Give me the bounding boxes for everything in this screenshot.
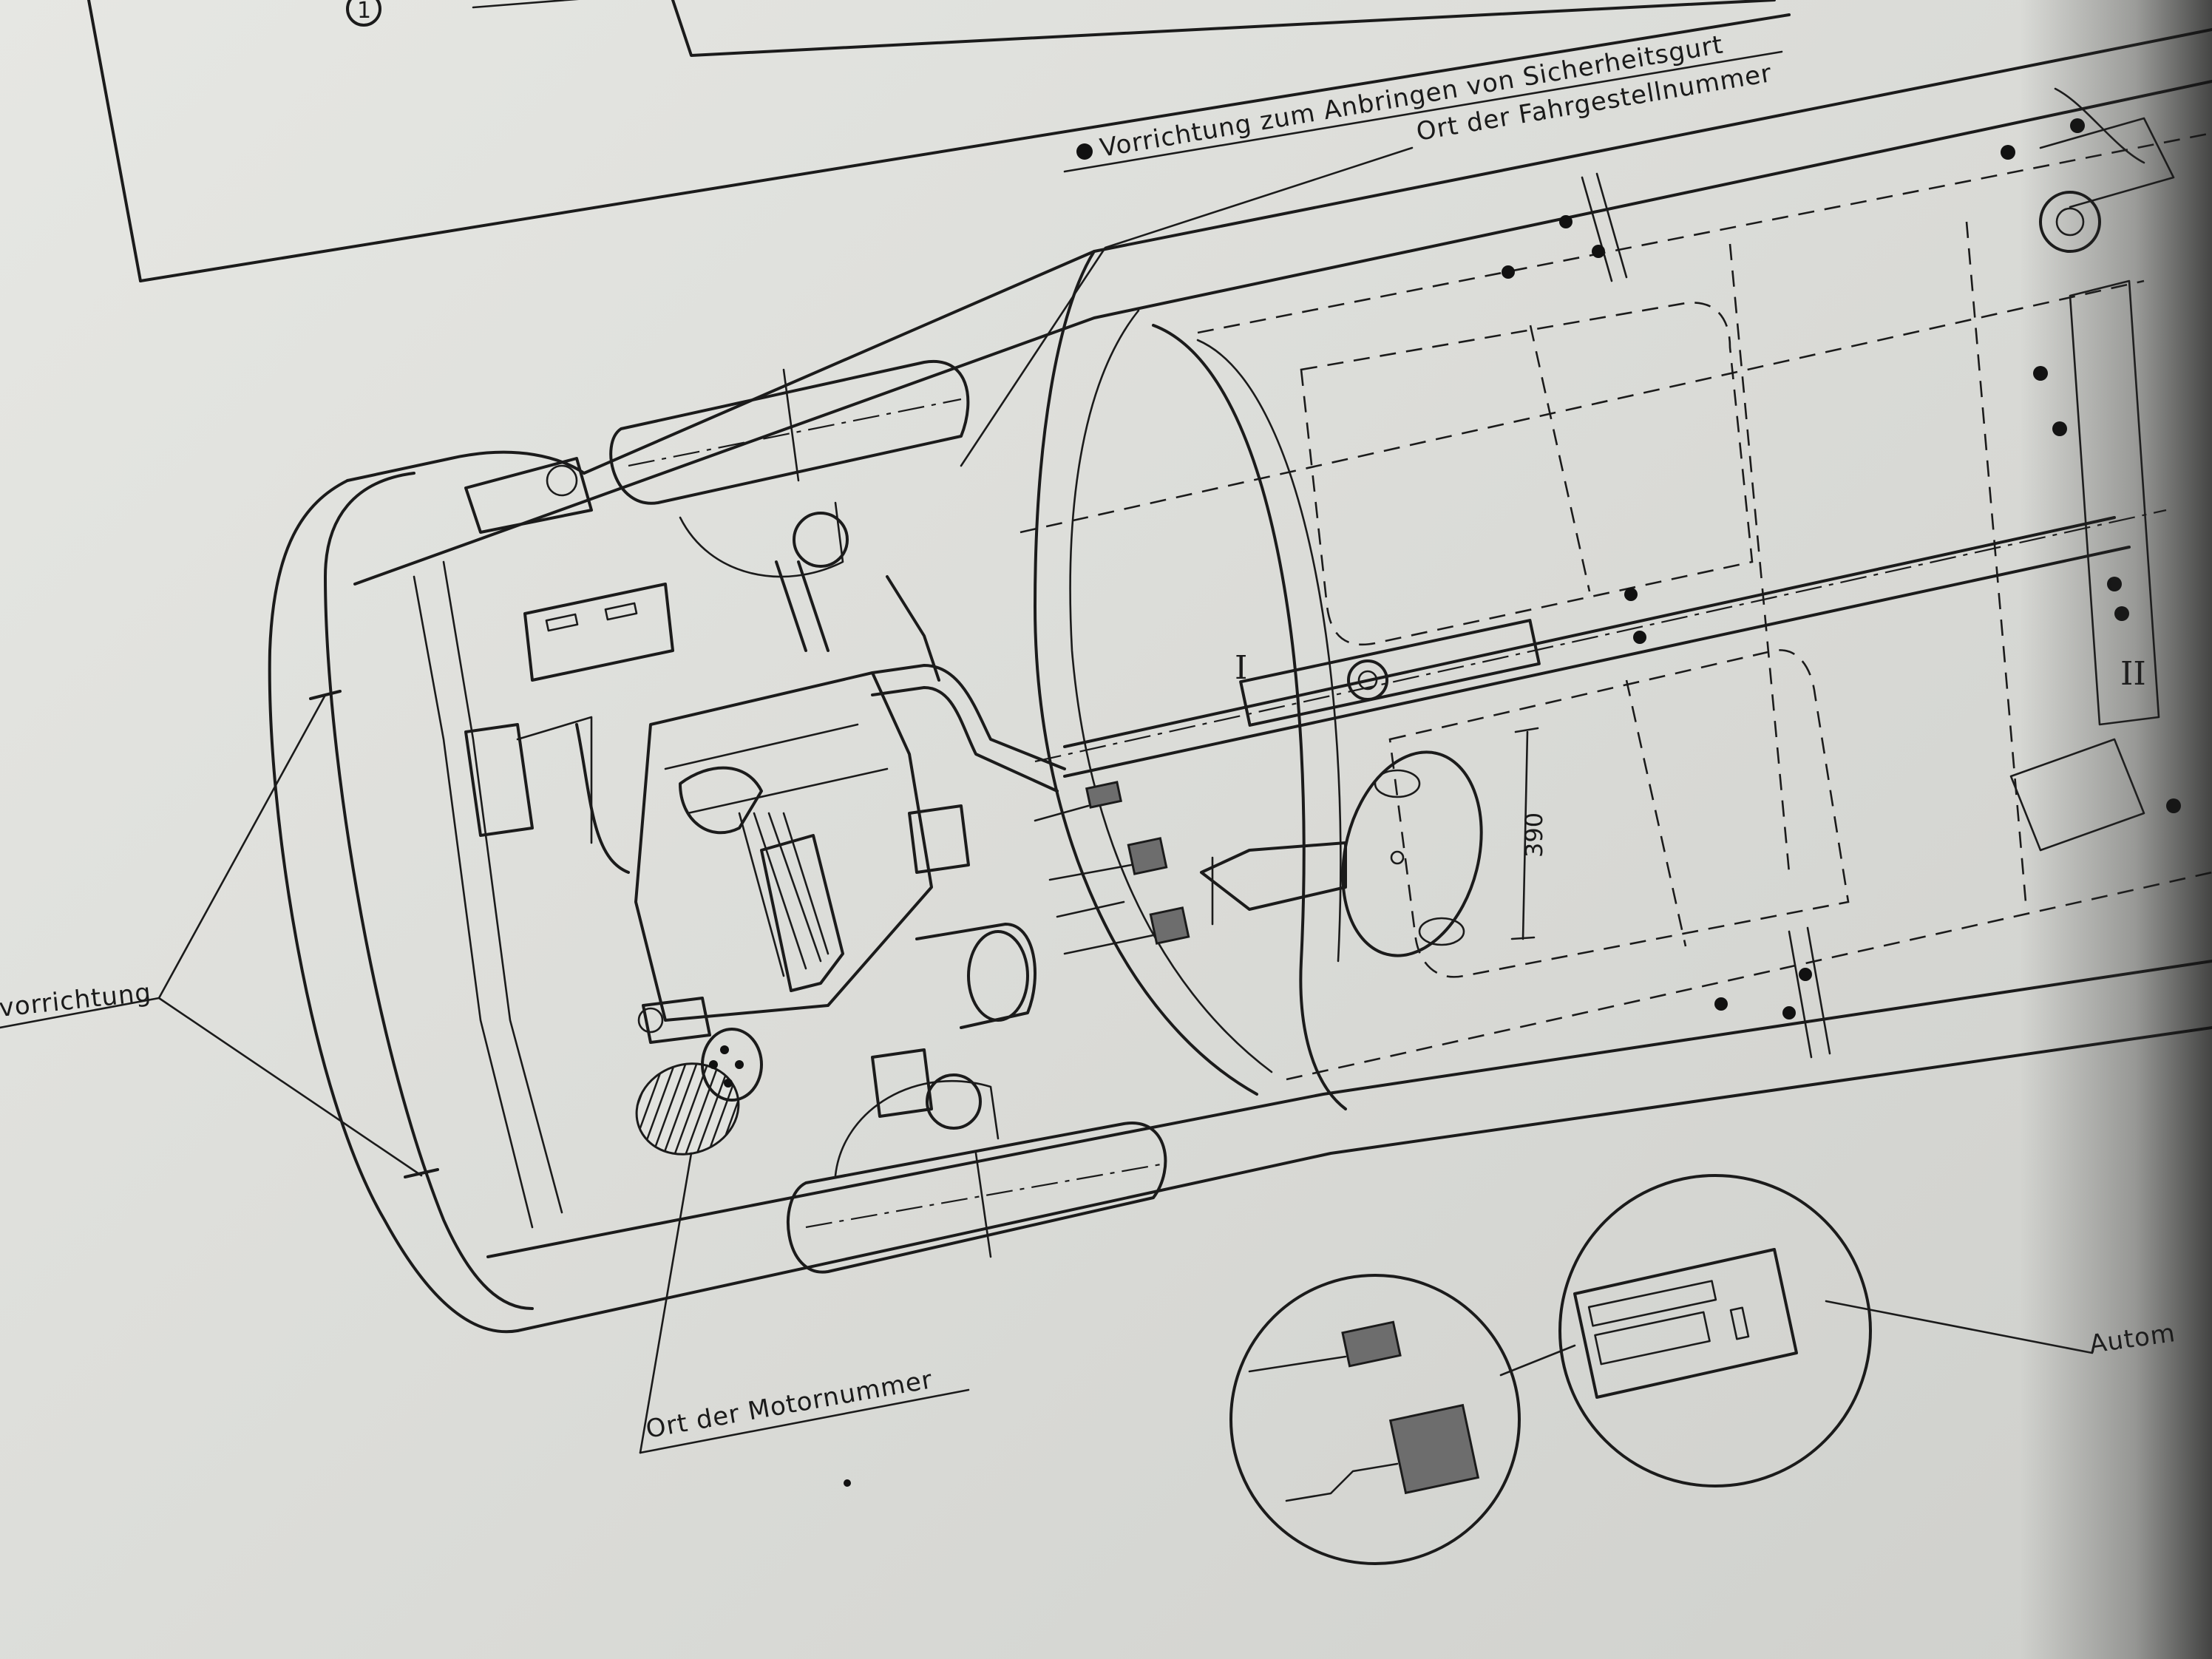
section-two-marker: II [2120, 655, 2146, 693]
front-seats [1300, 302, 1850, 978]
dimension-value: 390 [1520, 812, 1548, 858]
callout-number: 1 [357, 0, 371, 24]
center-tunnel [1034, 509, 2167, 778]
engine-number-label-group: Ort der Motornummer [639, 1152, 970, 1487]
engine-components [464, 457, 1066, 1156]
sill-dots [1502, 215, 1812, 1020]
left-device-label: vorrichtung [0, 978, 153, 1023]
front-wheel-lower [787, 1073, 1167, 1274]
left-device-label-group: vorrichtung [0, 690, 439, 1178]
detail-automatic-circle [1558, 1174, 2094, 1487]
callout-circle [346, 0, 381, 27]
rear-structure [1728, 87, 2181, 903]
pedals [1034, 781, 1190, 955]
front-wheel-upper [609, 359, 970, 578]
chassis-number-label-group: Ort der Fahrgestellnummer [960, 58, 1774, 467]
steering-assembly [1200, 750, 1483, 957]
dimension-390: 390 [1510, 727, 1548, 940]
bullet-dot [1076, 143, 1093, 160]
detail-pedals-circle [1229, 1274, 1576, 1565]
title-block: 1 [87, 0, 1791, 282]
automatic-label: Autom [2088, 1318, 2177, 1360]
section-one-marker: I [1235, 649, 1247, 687]
